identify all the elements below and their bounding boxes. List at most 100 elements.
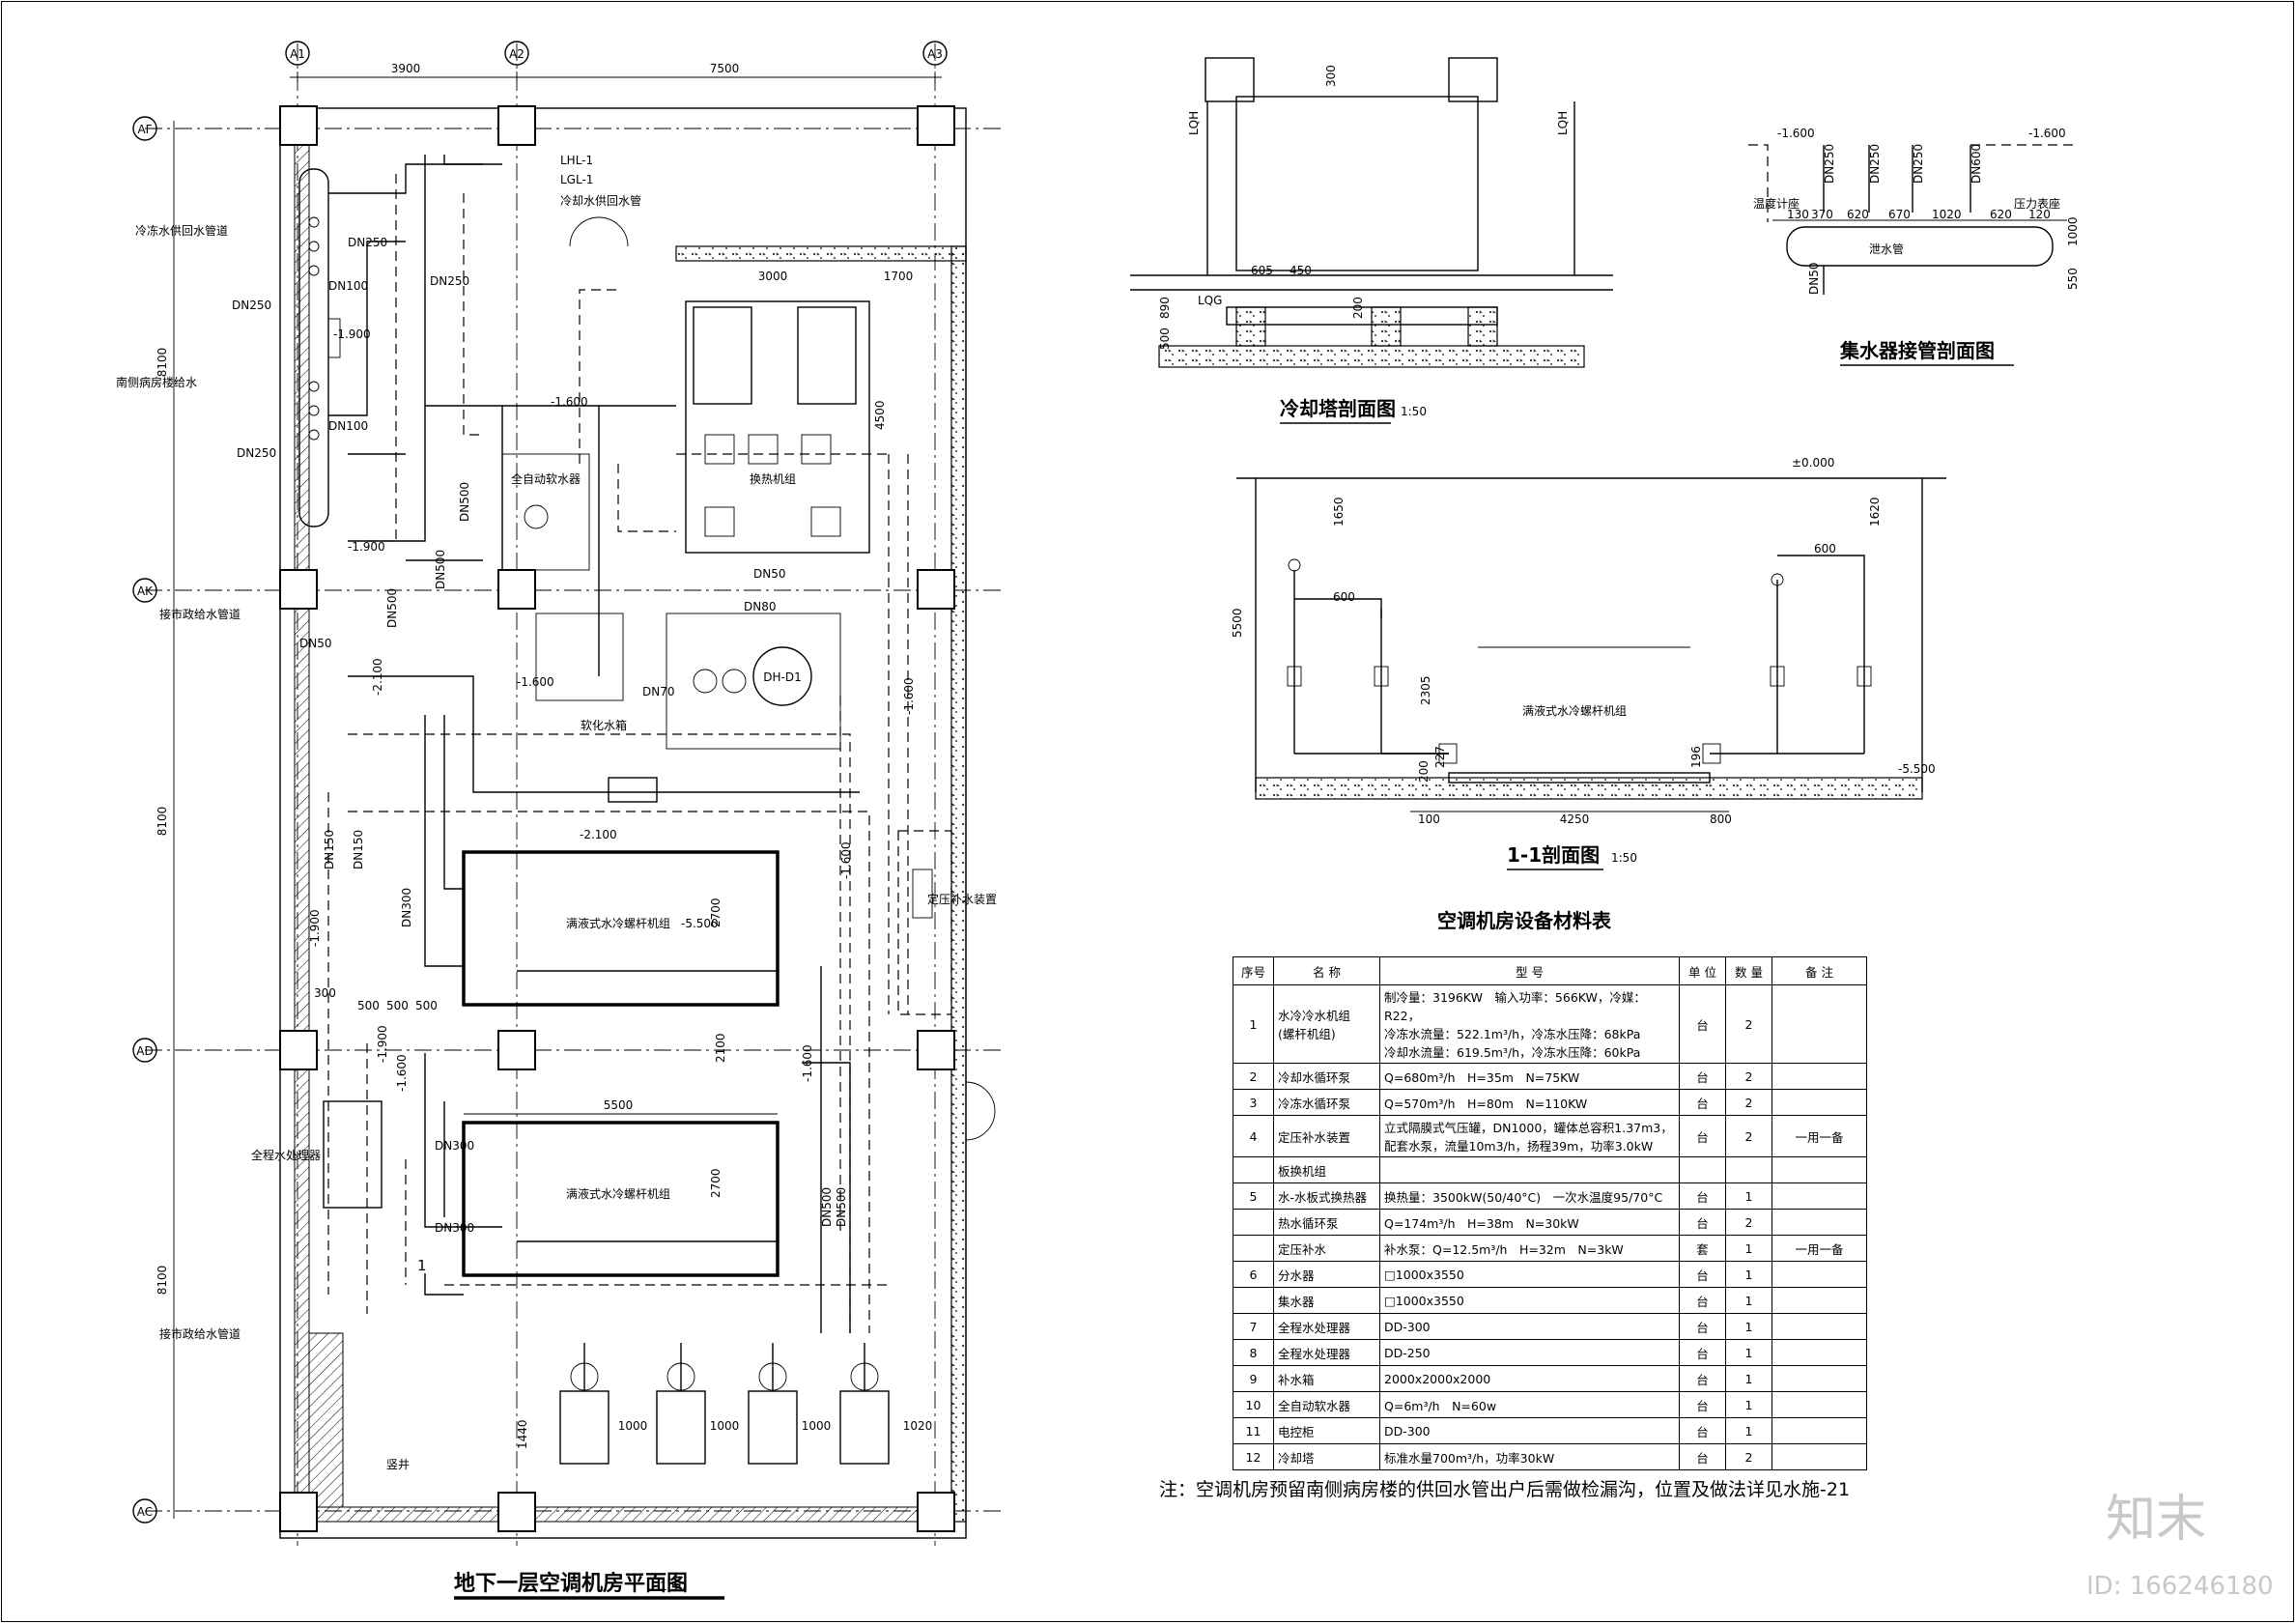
table-row: 板换机组 [1233,1156,1867,1183]
dn300-label-2: DN300 [435,1139,474,1153]
coll-dn250-a: DN250 [1823,144,1836,184]
separator-connections [308,216,320,441]
plate-exchanger [797,306,857,405]
sec-dim-200: 200 [1417,760,1431,783]
west-wall [294,122,310,1524]
cell-model: Q=6m³/h N=60w [1379,1391,1680,1418]
ct-lqh: LQH [1187,111,1201,135]
pump [704,434,735,465]
cell-note [1772,1391,1867,1418]
svg-text:A3: A3 [927,47,943,61]
dim-8100-a: 8100 [156,348,169,378]
chw-pipe-label: 冷冻水供回水管道 [135,223,228,238]
cell-unit [1679,1156,1726,1183]
ct-scale: 1:50 [1401,405,1427,418]
dn70-label: DN70 [642,685,675,698]
coll-pressure: 压力表座 [2014,196,2060,211]
dn150-label-2: DN150 [352,830,365,869]
dn500-label-4: DN500 [820,1187,834,1227]
cell-qty: 2 [1725,1209,1772,1236]
cell-name: 冷却水循环泵 [1273,1063,1380,1090]
cell-qty: 1 [1725,1182,1772,1210]
sec-dim-5500: 5500 [1231,608,1244,638]
sec-dim-100: 100 [1418,812,1440,826]
elev-5500: -5.500 [681,917,719,930]
cell-unit: 台 [1679,1417,1726,1444]
cell-name: 定压补水 [1273,1235,1380,1262]
coll-dn50: DN50 [1807,263,1821,296]
col-header-unit: 单 位 [1679,956,1726,985]
softener-label: 全自动软水器 [511,471,581,486]
sec-dim-4250: 4250 [1560,812,1590,826]
column [917,569,955,610]
coll-dn600: DN600 [1970,144,1983,184]
cell-qty [1725,1156,1772,1183]
ct-dim-200: 200 [1351,297,1365,319]
cell-name: 冷却塔 [1273,1443,1380,1470]
col-header-qty: 数 量 [1725,956,1772,985]
sec-dim-600: 600 [1333,590,1355,604]
supply-piping [328,155,860,1333]
elev-1600-d: -1.600 [801,1044,814,1082]
dn250-label-2: DN250 [232,299,271,312]
dn300-label: DN300 [400,888,413,927]
cell-qty: 1 [1725,1339,1772,1366]
processor-label: 全程水处理器 [251,1148,321,1162]
cell-model: 补水泵：Q=12.5m³/h H=32m N=3kW [1379,1235,1680,1262]
cell-qty: 2 [1725,1443,1772,1470]
column [279,1030,318,1070]
collector-vessel [1786,226,2054,267]
cell-no: 12 [1233,1443,1274,1470]
ct-lqh-2: LQH [1556,111,1570,135]
dim-500-a: 500 [357,999,380,1012]
dim-1000-b: 1000 [710,1419,740,1433]
cell-name: 全程水处理器 [1273,1339,1380,1366]
dn500-label: DN500 [458,482,471,522]
heat-exch-label: 换热机组 [750,472,796,486]
coll-elev-right: -1.600 [2028,127,2066,140]
svg-text:AF: AF [137,123,152,136]
dim-1000-c: 1000 [802,1419,832,1433]
elev-2100: -2.100 [371,658,384,696]
dn250-label-3: DN250 [237,446,276,460]
pump [722,669,747,694]
section-1-1: ±0.000 满液式水冷螺杆机组 -5.500 1650 600 1620 60… [1231,456,1946,870]
ct-dim-450: 450 [1290,264,1312,277]
softener-box [501,453,590,571]
coll-thermo: 温度计座 [1753,196,1800,211]
cell-no [1233,1235,1274,1262]
cooling-tower-section: 300 LQH LQH 605 450 LQG 890 500 200 冷却塔剖… [1130,57,1613,424]
column [497,1030,536,1070]
cooling-pipe-label: 冷却水供回水管 [560,193,641,208]
cell-model: DD-250 [1379,1339,1680,1366]
dn250-label: DN250 [348,236,387,249]
elev-1600-c: -1.600 [839,841,853,879]
makeup-device [897,830,952,1015]
dh-label: DH-D1 [763,670,801,684]
pump [810,506,841,537]
dim-8100-b: 8100 [156,807,169,837]
pump [801,434,832,465]
elev-1900-c: -1.900 [308,909,322,947]
cooling-tower-body [1235,96,1479,271]
cell-name: 分水器 [1273,1261,1380,1288]
coll-elev-left: -1.600 [1777,127,1815,140]
door [569,216,629,247]
dn50-label: DN50 [299,637,332,650]
cell-no: 11 [1233,1417,1274,1444]
softener-tank-label: 软化水箱 [581,718,627,732]
floor-plan: A1 A2 A3 AF AK AD AC 3 [116,41,1005,1600]
softener-tank [524,504,549,529]
cell-model: □1000x3550 [1379,1287,1680,1314]
pump [748,434,779,465]
column [497,105,536,146]
dim-500-c: 500 [415,999,438,1012]
return-piping [327,174,909,1333]
dim-1020: 1020 [903,1419,933,1433]
col-header-model: 型 号 [1379,956,1680,985]
water-processor [323,1100,383,1209]
